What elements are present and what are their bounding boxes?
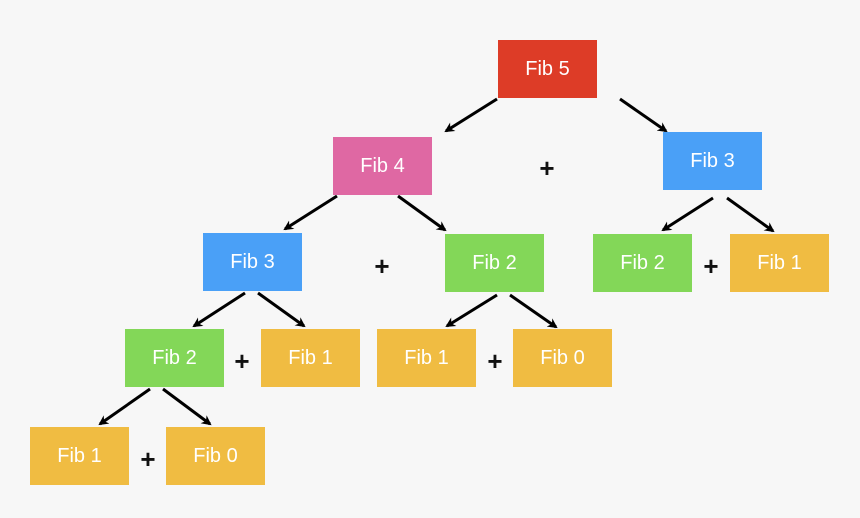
edge-fib5-fib4 (444, 97, 498, 133)
node-fib3-left: Fib 3 (203, 233, 302, 291)
node-fib2-right: Fib 2 (593, 234, 692, 292)
edge-fib2l-fib1 (98, 387, 151, 426)
node-fib0-bottom: Fib 0 (166, 427, 265, 485)
node-fib1-bottom: Fib 1 (30, 427, 129, 485)
edge-fib2l-fib0 (162, 387, 212, 426)
node-label: Fib 0 (193, 444, 238, 467)
node-fib1-mid: Fib 1 (377, 329, 476, 387)
edge-fib4-fib3 (283, 194, 338, 231)
plus-sign: + (487, 346, 503, 376)
node-label: Fib 4 (360, 154, 405, 177)
edge-fib3r-fib1 (726, 196, 775, 233)
node-label: Fib 5 (525, 57, 570, 80)
node-label: Fib 2 (472, 251, 517, 274)
node-label: Fib 3 (690, 149, 735, 172)
plus-sign: + (140, 444, 156, 474)
node-fib4: Fib 4 (333, 137, 432, 195)
plus-sign: + (539, 153, 555, 183)
node-fib3-right: Fib 3 (663, 132, 762, 190)
edge-fib2m-fib1 (445, 293, 498, 328)
plus-sign: + (234, 346, 250, 376)
node-label: Fib 1 (757, 251, 802, 274)
node-label: Fib 1 (57, 444, 102, 467)
edge-fib5-fib3 (619, 97, 668, 133)
node-label: Fib 0 (540, 346, 585, 369)
plus-sign: + (374, 251, 390, 281)
node-label: Fib 1 (404, 346, 449, 369)
edge-fib3r-fib2 (661, 196, 714, 232)
node-fib2-left: Fib 2 (125, 329, 224, 387)
node-fib5: Fib 5 (498, 40, 597, 98)
node-label: Fib 2 (152, 346, 197, 369)
node-label: Fib 2 (620, 251, 665, 274)
node-fib1-right: Fib 1 (730, 234, 829, 292)
node-fib0-mid: Fib 0 (513, 329, 612, 387)
node-label: Fib 3 (230, 250, 275, 273)
edge-fib4-fib2 (397, 194, 447, 232)
plus-sign: + (703, 251, 719, 281)
edge-fib3l-fib2 (192, 291, 246, 328)
node-fib1-a: Fib 1 (261, 329, 360, 387)
edge-fib2m-fib0 (509, 293, 558, 329)
node-fib2-mid: Fib 2 (445, 234, 544, 292)
node-label: Fib 1 (288, 346, 333, 369)
edge-fib3l-fib1 (257, 291, 306, 328)
